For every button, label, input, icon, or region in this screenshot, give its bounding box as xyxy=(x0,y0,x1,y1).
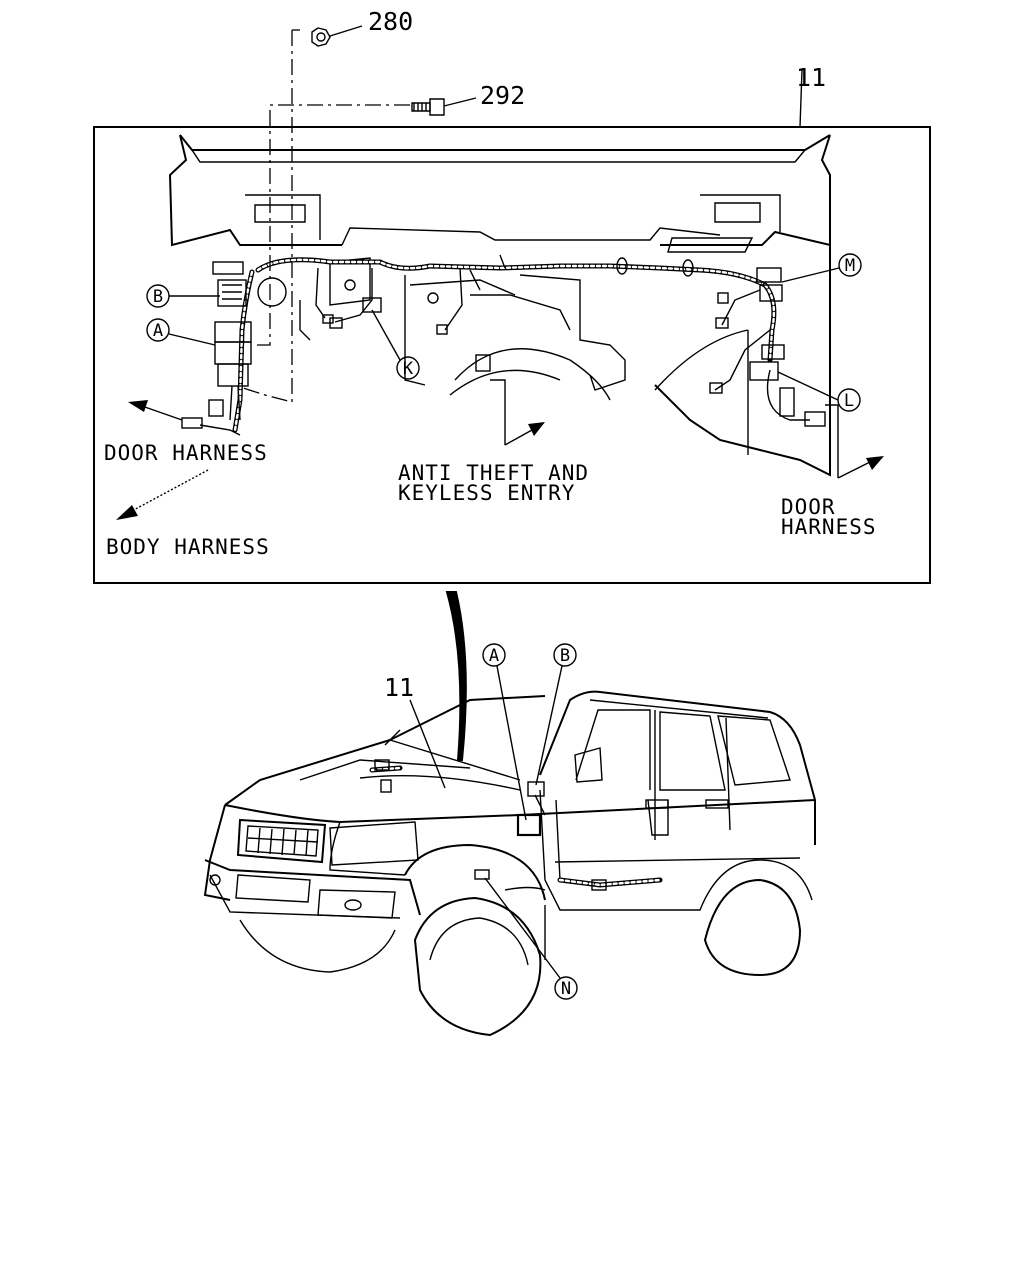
callout-a-vehicle: A xyxy=(482,643,527,821)
detail-panel: 280 292 11 DOOR HARNESS BODY HARNESS ANT… xyxy=(93,7,931,584)
label-door-harness-right-line1: DOOR xyxy=(781,495,836,519)
label-door-harness-left: DOOR HARNESS xyxy=(104,441,268,465)
svg-text:M: M xyxy=(845,256,855,276)
svg-text:A: A xyxy=(153,321,163,341)
callout-n-vehicle: N xyxy=(484,877,578,1000)
vehicle-illustration xyxy=(203,690,816,1037)
detail-to-vehicle-pointer xyxy=(445,591,467,761)
harness-arrows xyxy=(116,69,884,520)
part-number-280: 280 xyxy=(368,7,413,36)
nut-280 xyxy=(311,25,363,47)
left-connector-cluster xyxy=(181,261,252,436)
callout-m-detail: M xyxy=(781,253,862,283)
callout-k-detail: K xyxy=(371,309,420,380)
part-number-292: 292 xyxy=(480,81,525,110)
callout-b-vehicle: B xyxy=(535,643,577,786)
callout-l-detail: L xyxy=(777,371,861,412)
svg-text:A: A xyxy=(489,646,499,666)
callout-a-detail: A xyxy=(146,318,216,346)
dashboard-outline xyxy=(168,134,831,477)
leader-11-vehicle xyxy=(409,699,446,789)
svg-text:K: K xyxy=(403,359,414,379)
label-body-harness: BODY HARNESS xyxy=(106,535,270,559)
main-harness xyxy=(232,254,826,433)
svg-text:L: L xyxy=(844,391,854,411)
callout-b-detail: B xyxy=(146,284,220,308)
bolt-292 xyxy=(411,97,477,116)
label-anti-theft-line1: ANTI THEFT AND xyxy=(398,461,589,485)
label-door-harness-right-line2: HARNESS xyxy=(781,515,877,539)
detail-frame xyxy=(93,126,931,584)
svg-text:B: B xyxy=(560,646,570,666)
svg-text:B: B xyxy=(153,287,163,307)
part-number-11-detail: 11 xyxy=(796,63,826,92)
fastener-leaders xyxy=(242,29,410,403)
part-number-11-vehicle: 11 xyxy=(384,673,414,702)
label-anti-theft-line2: KEYLESS ENTRY xyxy=(398,481,575,505)
svg-text:N: N xyxy=(561,979,571,999)
